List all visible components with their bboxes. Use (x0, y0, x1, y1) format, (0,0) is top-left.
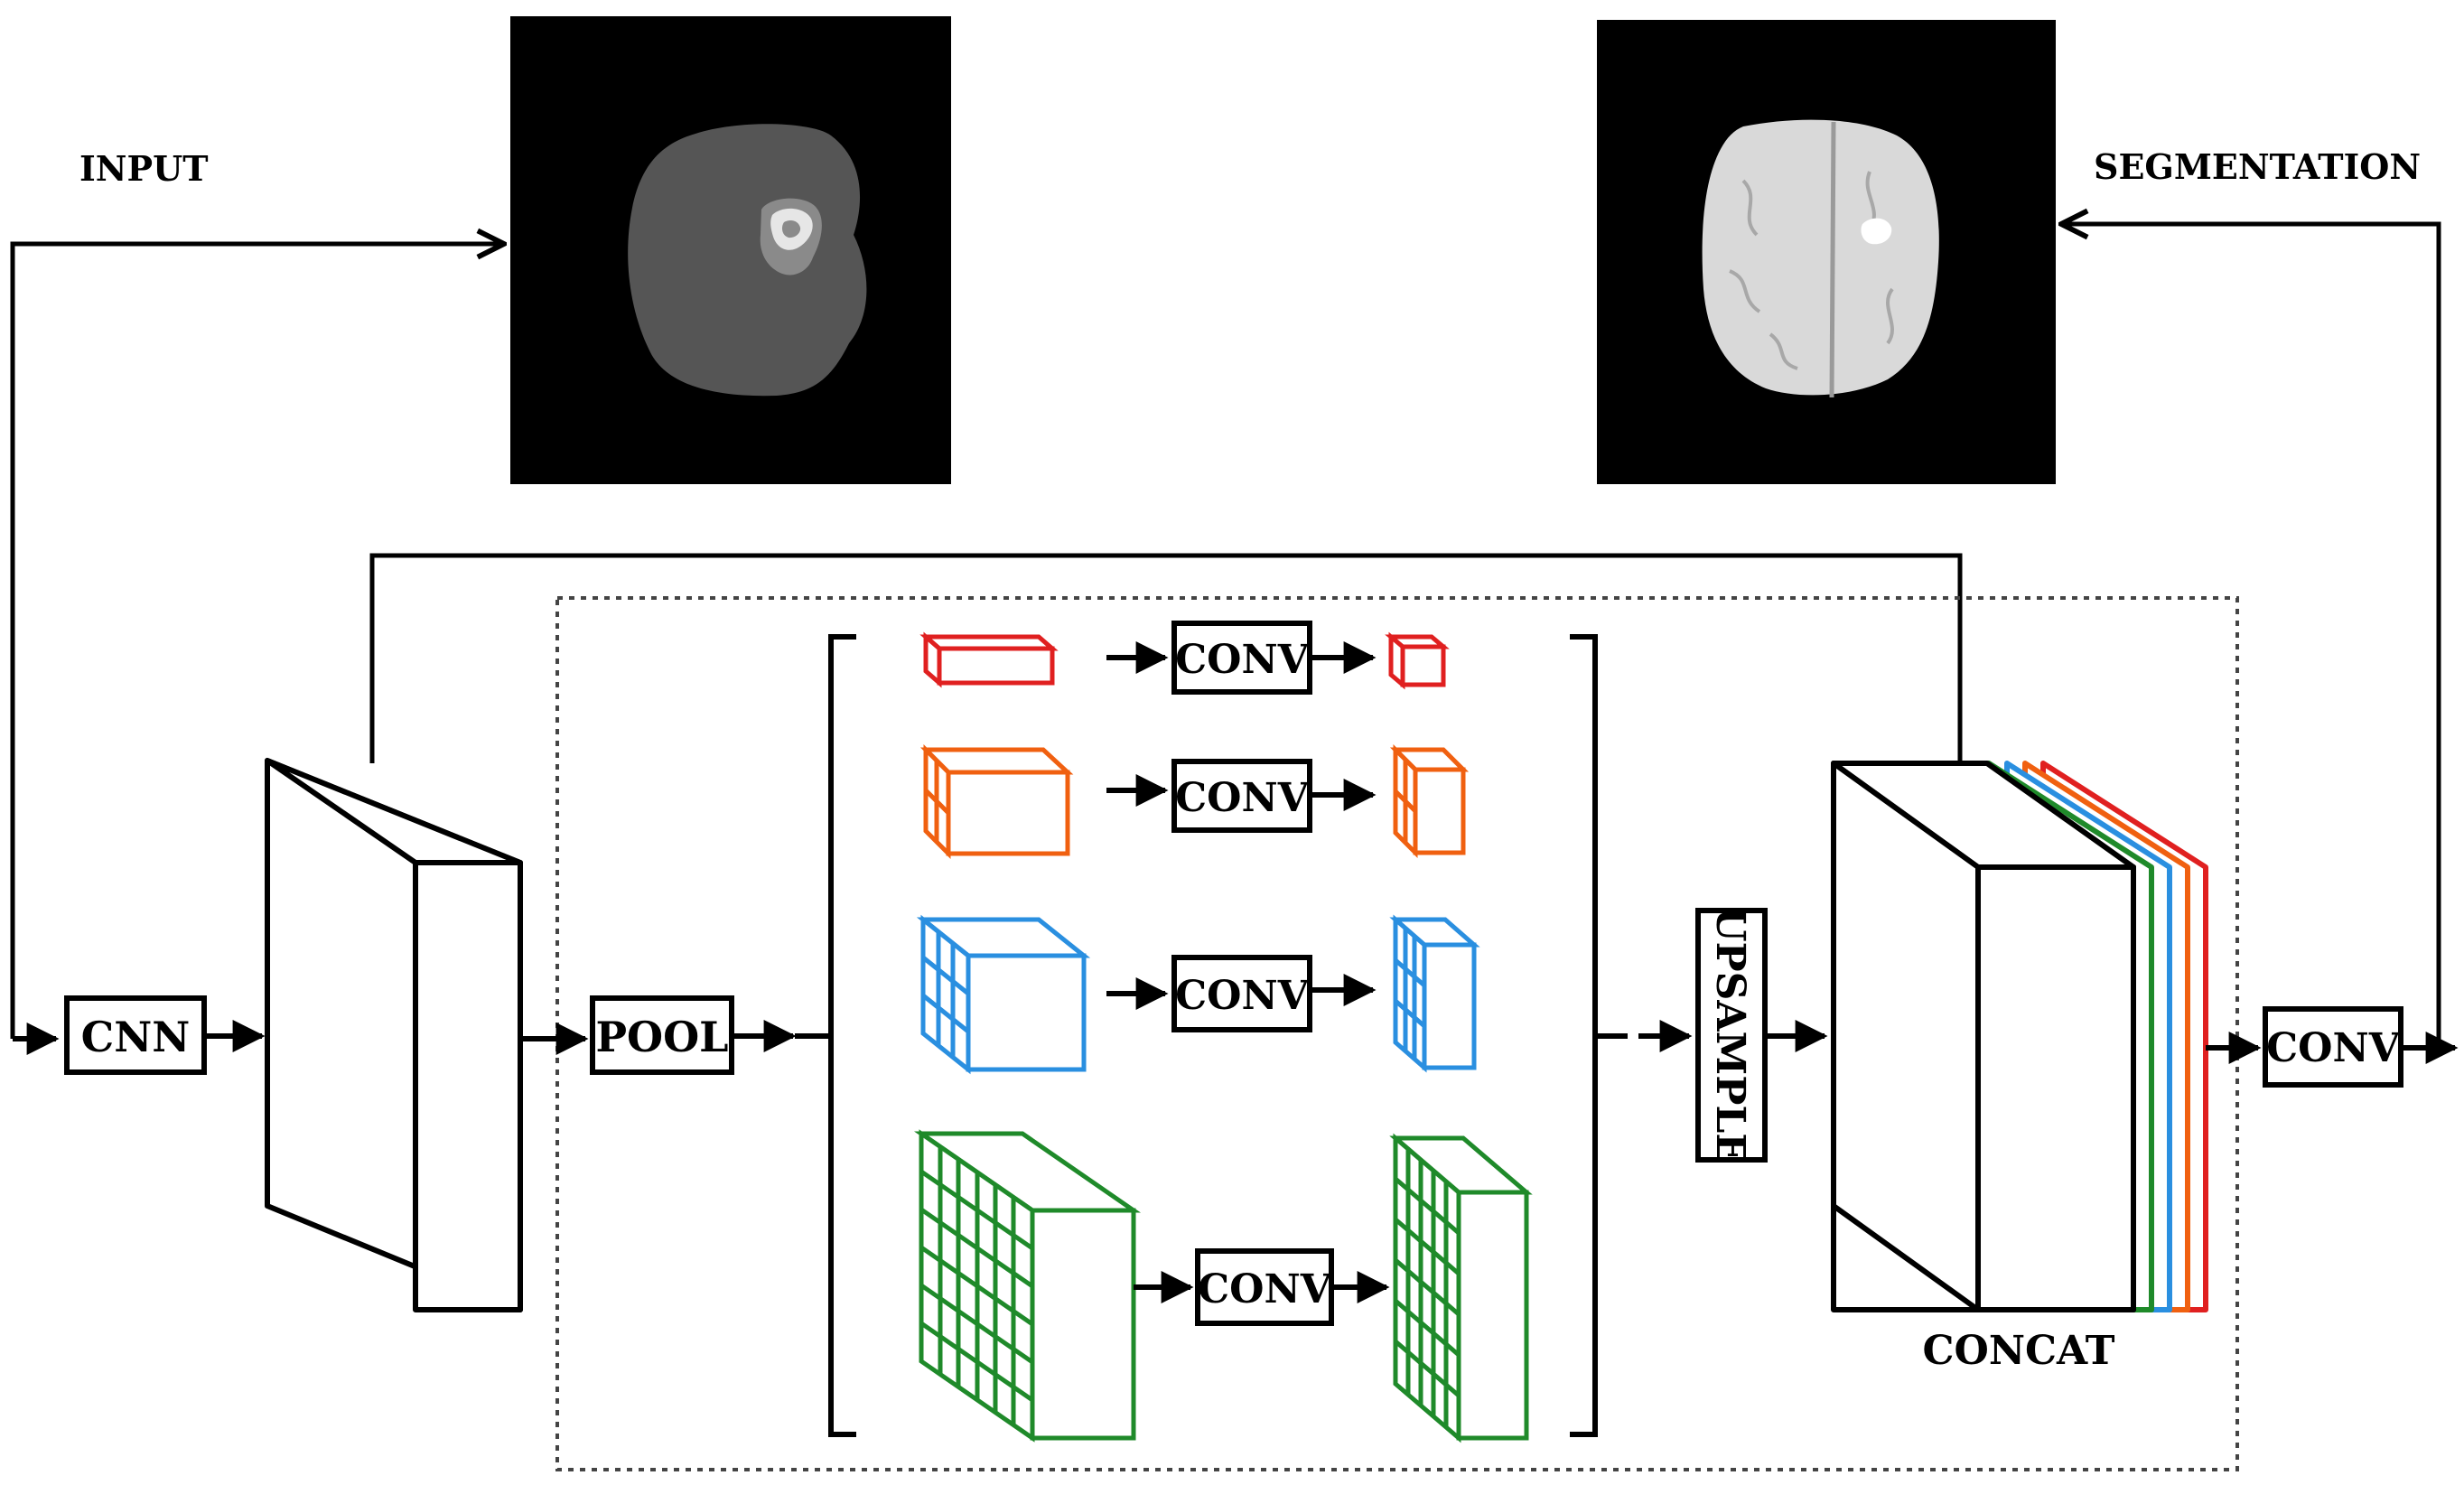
branch-1-input-volume (919, 631, 1059, 688)
upsample-label: UPSAMPLE (1707, 907, 1753, 1163)
feature-map-block (265, 758, 523, 1312)
cnn-label: CNN (81, 1013, 191, 1061)
output-image (1597, 20, 2056, 484)
upsample-block: UPSAMPLE (1695, 907, 1768, 1163)
branch-2-output-volume (1389, 743, 1470, 859)
branch-2-input-volume (919, 743, 1074, 860)
pool-label: POOL (595, 1013, 728, 1061)
branch-4-input-volume (913, 1129, 1142, 1443)
pool-block: POOL (590, 995, 734, 1075)
cnn-block: CNN (64, 995, 207, 1075)
conv-output-label: CONV (2266, 1025, 2401, 1071)
left-bracket (828, 634, 856, 1437)
concat-label: CONCAT (1922, 1328, 2114, 1374)
input-label: INPUT (79, 148, 209, 189)
input-image (510, 16, 951, 484)
branch-3-output-volume (1389, 914, 1480, 1073)
branch-4-output-volume (1389, 1133, 1533, 1443)
conv-branch-2-label: CONV (1175, 775, 1310, 821)
branch-1-output-volume (1385, 631, 1450, 690)
segmentation-label: SEGMENTATION (2094, 146, 2421, 187)
branch-4: CONV (913, 1129, 1533, 1443)
output-conv-block: CONV (2263, 1006, 2403, 1088)
branch-2: CONV (919, 743, 1470, 860)
conv-branch-4-label: CONV (1198, 1266, 1332, 1312)
skip-connection (369, 553, 1974, 805)
branch-3-input-volume (916, 914, 1091, 1075)
branch-3: CONV (916, 914, 1480, 1075)
right-bracket (1570, 634, 1598, 1437)
conv-branch-1-label: CONV (1175, 637, 1310, 683)
concat-block (1831, 761, 2208, 1312)
conv-branch-3-label: CONV (1175, 973, 1310, 1019)
output-to-image-connector (2061, 224, 2441, 1048)
input-to-image-connector (10, 244, 504, 1039)
branch-1: CONV (919, 621, 1450, 695)
